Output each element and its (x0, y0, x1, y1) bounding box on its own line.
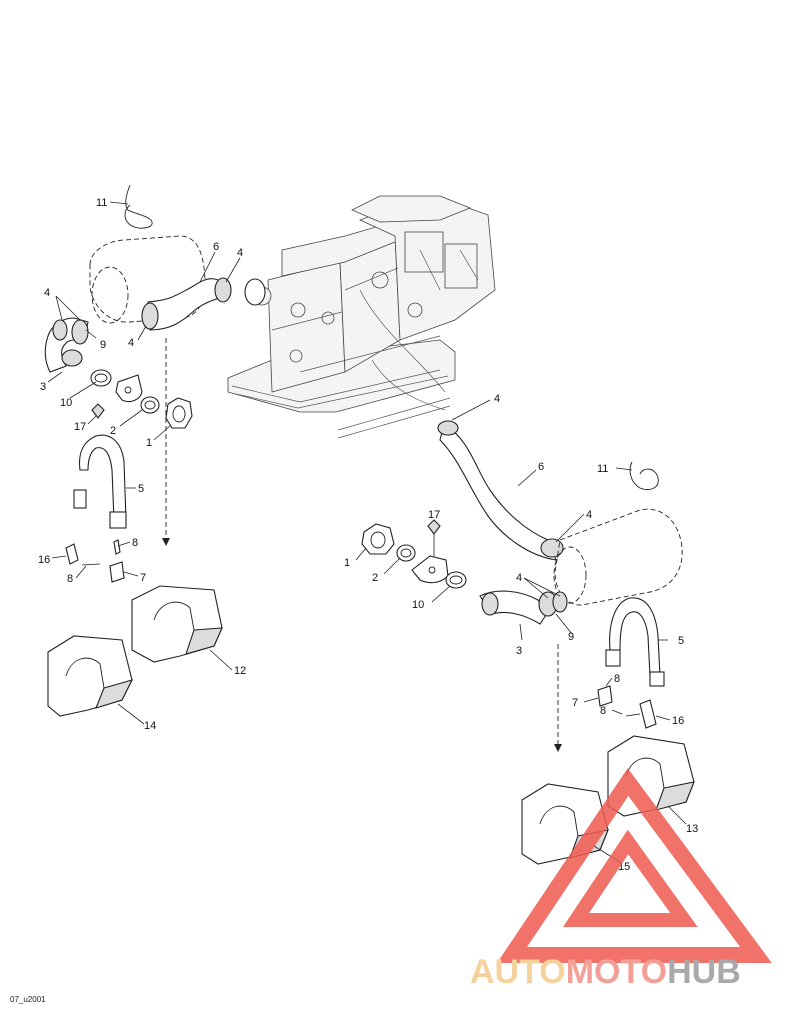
callout-left-8a: 8 (132, 537, 138, 549)
callout-right-9: 9 (568, 631, 574, 643)
callout-left-11: 11 (96, 197, 107, 209)
left-muffler-assembly (44, 184, 266, 717)
callout-left-1: 1 (146, 437, 152, 449)
callout-left-9: 9 (100, 339, 106, 351)
callout-left-3: 3 (40, 381, 46, 393)
watermark-hub: HUB (667, 953, 741, 991)
callout-right-17: 17 (428, 509, 440, 521)
automotohub-watermark: AUTOMOTOHUB (470, 768, 772, 991)
watermark-triangle-inner (562, 829, 698, 927)
callout-left-5: 5 (138, 483, 144, 495)
callout-left-6: 6 (213, 241, 219, 253)
callout-left-4c: 4 (128, 337, 134, 349)
watermark-triangle-outer (497, 768, 772, 963)
callout-left-4b: 4 (44, 287, 50, 299)
callout-right-7: 7 (572, 697, 578, 709)
watermark-moto: MOTO (566, 953, 667, 991)
watermark-word: AUTOMOTOHUB (470, 953, 741, 991)
callout-right-3: 3 (516, 645, 522, 657)
callout-left-14: 14 (144, 720, 156, 732)
callout-left-8b: 8 (67, 573, 73, 585)
callout-right-1: 1 (344, 557, 350, 569)
callout-right-5: 5 (678, 635, 684, 647)
watermark-auto: AUTO (470, 953, 566, 991)
left-leader-lines (47, 201, 241, 725)
callout-right-2: 2 (372, 572, 378, 584)
callout-left-7: 7 (140, 572, 146, 584)
left-callouts: 11 6 4 4 4 9 3 10 17 2 1 5 8 16 8 7 12 1… (38, 197, 246, 732)
callout-right-4a: 4 (494, 393, 500, 405)
callout-left-4a: 4 (237, 247, 243, 259)
callout-right-4b: 4 (586, 509, 592, 521)
callout-right-8a: 8 (614, 673, 620, 685)
drawing-code: 07_u2001 (10, 995, 46, 1004)
callout-right-10: 10 (412, 599, 424, 611)
callout-right-8b: 8 (600, 705, 606, 717)
callout-left-12: 12 (234, 665, 246, 677)
callout-left-2: 2 (110, 425, 116, 437)
right-callouts: 4 6 11 4 17 1 2 4 10 9 3 5 8 7 8 16 13 1… (344, 393, 698, 873)
engine-assembly (227, 195, 496, 439)
callout-left-10: 10 (60, 397, 72, 409)
callout-left-16: 16 (38, 554, 50, 566)
callout-right-13: 13 (686, 823, 698, 835)
callout-right-6: 6 (538, 461, 544, 473)
callout-right-11: 11 (597, 463, 608, 475)
callout-left-17: 17 (74, 421, 86, 433)
callout-right-16: 16 (672, 715, 684, 727)
callout-right-4c: 4 (516, 572, 522, 584)
